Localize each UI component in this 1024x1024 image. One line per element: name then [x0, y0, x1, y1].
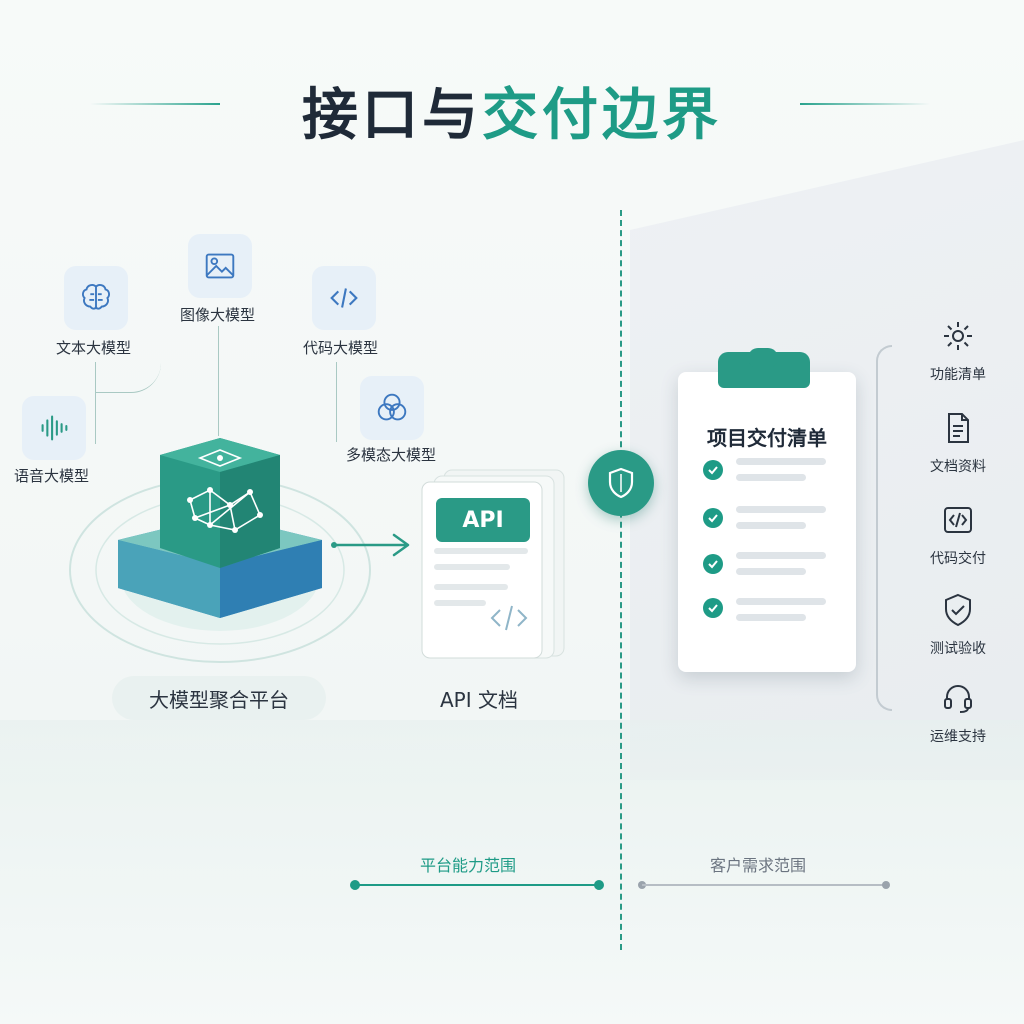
gear-icon: [944, 322, 972, 350]
boundary-shield: [588, 450, 654, 516]
platform-scope-line: [355, 884, 599, 886]
tile-text-model: [64, 266, 128, 330]
deliverables-bracket: [876, 345, 892, 711]
label-multimodal-model: 多模态大模型: [346, 446, 437, 464]
connector-text-model-h: [95, 362, 161, 393]
deliverable-label: 测试验收: [930, 641, 986, 657]
title-left-rule: [90, 103, 220, 105]
connector-code-model: [276, 362, 337, 442]
checklist-bar: [736, 522, 806, 529]
checklist-bar: [736, 506, 826, 513]
arrow-right-icon: [331, 533, 410, 557]
api-document-graphic: [421, 469, 565, 659]
tile-multimodal-model: [360, 376, 424, 440]
check-icon: [703, 508, 723, 528]
tile-code-model: [312, 266, 376, 330]
deliverable-function-list: 功能清单: [918, 318, 998, 384]
shield-icon: [608, 467, 634, 499]
label-speech-model: 语音大模型: [14, 467, 90, 485]
checklist-title: 项目交付清单: [707, 426, 827, 450]
soundwave-icon: [41, 415, 68, 441]
checklist-bar: [736, 614, 806, 621]
tile-speech-model: [22, 396, 86, 460]
label-code-model: 代码大模型: [303, 339, 379, 357]
floor-background: [0, 720, 1024, 1024]
title-right-rule: [800, 103, 930, 105]
code-icon: [944, 507, 972, 533]
api-doc-label: API 文档: [440, 688, 518, 712]
brain-icon: [82, 284, 110, 310]
headset-icon: [944, 685, 972, 713]
connector-text-model: [95, 362, 162, 444]
customer-scope-line: [642, 884, 886, 886]
venn-icon: [377, 393, 407, 421]
api-badge: API: [436, 498, 530, 542]
deliverable-testing: 测试验收: [918, 592, 998, 658]
deliverable-code: 代码交付: [918, 502, 998, 568]
deliverable-documents: 文档资料: [918, 410, 998, 476]
checklist-bar: [736, 458, 826, 465]
code-icon: [490, 605, 528, 631]
check-icon: [703, 598, 723, 618]
shield-check-icon: [945, 593, 971, 627]
clipboard-clip-knob: [748, 348, 778, 368]
boundary-divider: [620, 210, 622, 950]
page-title: 接口与交付边界: [0, 70, 1024, 150]
checklist-bar: [736, 598, 826, 605]
document-icon: [948, 413, 969, 443]
image-icon: [205, 253, 235, 279]
deliverable-label: 文档资料: [930, 459, 986, 475]
deliverable-ops-support: 运维支持: [918, 680, 998, 746]
deliverable-label: 功能清单: [930, 367, 986, 383]
code-icon: [330, 288, 358, 308]
checklist-bar: [736, 474, 806, 481]
title-part-green: 交付边界: [482, 83, 722, 148]
platform-scope-label: 平台能力范围: [420, 856, 517, 875]
tile-image-model: [188, 234, 252, 298]
scope-dot: [882, 881, 890, 889]
deliverable-label: 运维支持: [930, 729, 986, 745]
hub-platform-graphic: [69, 438, 371, 663]
label-text-model: 文本大模型: [56, 339, 132, 357]
checklist-bar: [736, 552, 826, 559]
label-image-model: 图像大模型: [180, 306, 256, 324]
connector-image-model: [218, 326, 219, 436]
check-icon: [703, 554, 723, 574]
check-icon: [703, 460, 723, 480]
customer-scope-label: 客户需求范围: [710, 856, 807, 875]
checklist-bar: [736, 568, 806, 575]
hub-platform-label: 大模型聚合平台: [112, 676, 326, 720]
title-part-dark: 接口与: [302, 83, 482, 148]
deliverable-label: 代码交付: [930, 551, 986, 567]
scope-dot: [594, 880, 604, 890]
